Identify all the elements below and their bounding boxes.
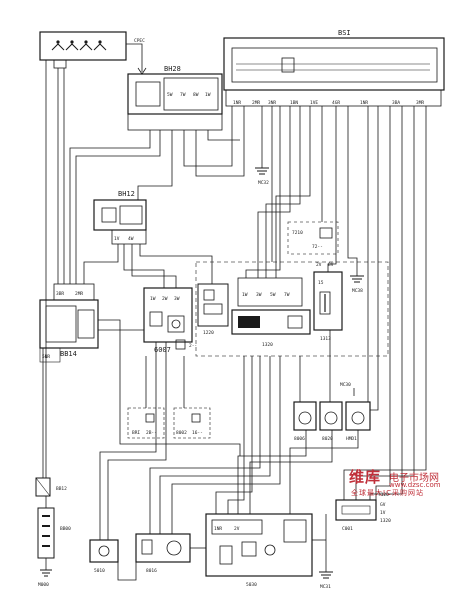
bb14-block: 3BR 2MR BB14 xyxy=(39,283,99,358)
box72-label: 72-- xyxy=(312,244,323,250)
e8020-label: 8020 xyxy=(322,436,333,442)
bh28-pin-label: 7W xyxy=(180,92,186,98)
ground-mc31: MC31 xyxy=(319,560,333,590)
small-note-label: 2-- xyxy=(189,343,197,349)
e1320-label: 1320 xyxy=(262,342,273,348)
m000-label: M000 xyxy=(38,582,49,588)
e1220-label: 1220 xyxy=(203,330,214,336)
e1320-ecu: 1W 3W 5W 7W 1320 xyxy=(195,261,389,357)
watermark: 维库 电子市场网 www.dzsc.com 全球最大IC采购网站 xyxy=(349,466,459,500)
bb12-fuse: BB12 xyxy=(35,477,67,497)
e1313-pin-label: 2V xyxy=(316,262,322,268)
mini1-label: BRI xyxy=(132,430,140,436)
e6007-pin-label: 2W xyxy=(162,296,168,302)
bsi-pin-label: 3BA xyxy=(392,100,400,106)
c001-side-label: 7120 xyxy=(378,492,389,498)
box-72: 72-- 7210 xyxy=(287,221,339,255)
bh12-label: BH12 xyxy=(118,190,135,198)
e6007-pin-label: 1W xyxy=(150,296,156,302)
e1320-pin-label: 1W xyxy=(242,292,248,298)
e5030-module: 1NR 2V 5030 xyxy=(205,513,313,588)
cpec-relay-block: CPEC xyxy=(39,31,147,75)
e1220-module: 1220 xyxy=(197,283,229,336)
bsi-pin-label: 3MR xyxy=(416,100,424,106)
hmd1-label: HMD1 xyxy=(346,436,357,442)
e1320-pin-label: 5W xyxy=(270,292,276,298)
bb14-output-pins: 5NR xyxy=(39,347,61,363)
e1313-sensor: 15 1313 xyxy=(313,271,343,342)
e5030-label: 5030 xyxy=(246,582,257,588)
e1313-pin-row: 2V 8V xyxy=(316,262,334,268)
bb14-pin-label: 3BR xyxy=(56,291,64,297)
bsi-pin-label: 1NR xyxy=(360,100,368,106)
bsi-pin-label: 3NR xyxy=(268,100,276,106)
bh12-block: BH12 1V 4W xyxy=(93,190,147,245)
e8020-sensor: 8020 xyxy=(319,401,343,442)
bb00-label: BB00 xyxy=(60,526,71,532)
e5010-module: 5010 xyxy=(89,539,119,574)
cpec-label: CPEC xyxy=(134,38,145,44)
watermark-logo: 维库 xyxy=(349,468,382,486)
bh28-pin-label: 5W xyxy=(167,92,173,98)
box-right-label: 7210 xyxy=(292,230,303,236)
mini2-label: 8002 xyxy=(176,430,187,436)
e5030-pin-label: 2V xyxy=(234,526,240,532)
e8006-label: 8006 xyxy=(294,436,305,442)
e6007-module: 1W 2W 3W 6007 xyxy=(143,287,193,354)
ground-mc38: MC38 xyxy=(350,264,364,294)
c001-label: C001 xyxy=(342,526,353,532)
e1313-label: 1313 xyxy=(320,336,331,342)
ground-mc30: MC30 xyxy=(340,382,355,396)
ground-mc32-label: MC32 xyxy=(258,180,269,186)
bsi-pin-row xyxy=(225,89,442,107)
bsi-pin-label: 2MR xyxy=(252,100,260,106)
e1320-pin-label: 3W xyxy=(256,292,262,298)
e1313-pin-label: 15 xyxy=(318,280,324,286)
c001-sub-label: 1320 xyxy=(380,518,391,524)
mini-box-bri: BRI 2B-- xyxy=(127,407,165,439)
e6007-pin-label: 3W xyxy=(174,296,180,302)
bsi-pin-label: 4GR xyxy=(332,100,340,106)
bsi-pin-label: 1NR xyxy=(233,100,241,106)
watermark-url: www.dzsc.com xyxy=(389,481,441,489)
bh28-pin-label: 1W xyxy=(205,92,211,98)
ground-mc31-label: MC31 xyxy=(320,584,331,590)
ground-mc38-label: MC38 xyxy=(352,288,363,294)
bb14-pin-label: 5NR xyxy=(42,354,50,360)
mini1-dash: 2B-- xyxy=(146,430,157,436)
bh12-pin-label: 1V xyxy=(114,236,120,242)
wire-bundle xyxy=(42,60,427,581)
bsi-pin-label: 1BN xyxy=(290,100,298,106)
bb00-battery: BB00 M000 xyxy=(37,507,71,588)
bh28-block: BH28 5W 7W 8W 1W xyxy=(127,65,223,131)
bsi-pin-label: 1VE xyxy=(310,100,318,106)
e6007-label: 6007 xyxy=(154,346,171,354)
e8016-module: 8016 xyxy=(135,533,191,574)
c001-pin-label: GV xyxy=(380,502,386,508)
ground-mc32: MC32 xyxy=(255,156,269,186)
bsi-module: BSI 1NR 2MR 3NR 1BN 1VE 4GR 1NR 3BA 3MR xyxy=(223,29,445,107)
bh28-label: BH28 xyxy=(164,65,181,73)
ground-mc30-label: MC30 xyxy=(340,382,351,388)
e8006-sensor: 8006 xyxy=(293,401,317,442)
c001-pin-label: 1V xyxy=(380,510,386,516)
mini-box-8002: 8002 16-- xyxy=(173,407,211,439)
bh12-pin-label: 4W xyxy=(128,236,134,242)
bb14-label: BB14 xyxy=(60,350,77,358)
small-note: 2-- xyxy=(175,339,197,350)
bb14-pin-label: 2MR xyxy=(75,291,83,297)
watermark-cn-text: 电子市场网 xyxy=(389,473,439,484)
bsi-label: BSI xyxy=(338,29,351,37)
e1313-pin-label: 8V xyxy=(328,262,334,268)
bh28-pin-label: 8W xyxy=(193,92,199,98)
e5030-pin-label: 1NR xyxy=(214,526,222,532)
watermark-sub: 全球最大IC采购网站 xyxy=(351,489,424,497)
e1320-pin-label: 7W xyxy=(284,292,290,298)
bb12-label: BB12 xyxy=(56,486,67,492)
e8016-label: 8016 xyxy=(146,568,157,574)
mini2-dash: 16-- xyxy=(192,430,203,436)
e5010-label: 5010 xyxy=(94,568,105,574)
c001-pin-row: GV 1V 1320 xyxy=(380,502,391,524)
